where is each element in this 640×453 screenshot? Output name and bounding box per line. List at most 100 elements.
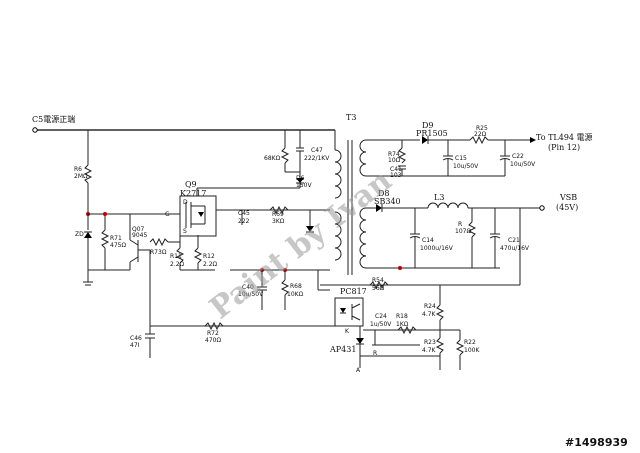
c21-capacitor (489, 208, 501, 268)
r69-value: 3KΩ (272, 218, 285, 225)
c5-input-rail (32, 127, 336, 165)
c14-value: 1000u/16V (420, 245, 454, 252)
c24-label: C24 (375, 313, 387, 320)
c15-capacitor (442, 140, 454, 176)
r71-resistor (88, 214, 130, 271)
r18-label: R18 (396, 313, 408, 320)
r54-resistor (369, 280, 389, 290)
ap431-regulator (356, 326, 364, 368)
r25-value: 22Ω (474, 131, 487, 138)
r54-label: R54 (372, 277, 384, 284)
r6-label: R6 (74, 166, 82, 173)
c21-value: 470u/16V (500, 245, 530, 252)
r12-value: 2.2Ω (203, 261, 218, 268)
t3-secondary (359, 139, 367, 269)
q07-label: Q07 (132, 226, 145, 233)
t3-primary (334, 140, 353, 275)
pc817-optocoupler (334, 297, 364, 327)
c40-capacitor (257, 270, 267, 310)
r72-resistor (204, 321, 224, 331)
node-dot (398, 266, 402, 270)
r74-c41 (366, 140, 500, 177)
zd-zener (83, 214, 93, 286)
pin-k: K (345, 328, 350, 335)
l3-label: L3 (434, 193, 444, 202)
c46-value: 47I (130, 342, 140, 349)
r12-label: R12 (203, 253, 215, 260)
r-value: 107Ω (455, 228, 471, 235)
c45-label: C45 (238, 210, 250, 217)
c46-capacitor (145, 300, 155, 358)
c21-label: C21 (508, 237, 520, 244)
r74-label: R74 (388, 151, 400, 158)
d8-value: SB340 (374, 197, 401, 206)
zd-label: ZD (75, 231, 84, 238)
c40-label: C40 (242, 284, 254, 291)
c40-value: 10u/50V (238, 291, 264, 298)
q9-label: Q9 (185, 180, 197, 189)
r11-resistor (175, 235, 185, 270)
r11-label: R11 (170, 253, 182, 260)
c15-label: C15 (455, 155, 467, 162)
pin-r: R (373, 350, 377, 357)
d9-label: D9 (422, 121, 434, 130)
r71-value: 475Ω (110, 242, 126, 249)
r-label: R (458, 221, 462, 228)
r68-value: 10KΩ (287, 291, 304, 298)
pin-s: S (183, 228, 187, 235)
d6-value: 150V (296, 182, 312, 189)
r7-value: 3Ω (158, 249, 167, 256)
r69-resistor (269, 205, 289, 215)
c45-value: 222 (238, 218, 250, 225)
r23-value: 4.7K (422, 347, 437, 354)
c14-capacitor (409, 208, 421, 268)
pin12-label: (Pin 12) (548, 143, 580, 152)
d8-diode (376, 204, 428, 212)
r6-resistor (83, 164, 93, 214)
tl494-label: To TL494 電源 (536, 133, 593, 142)
r71-label: R71 (110, 235, 122, 242)
r6-value: 2MΩ (74, 173, 88, 180)
image-id-label: #1498939 (565, 436, 628, 449)
r72-label: R72 (207, 330, 219, 337)
r22-label: R22 (464, 339, 476, 346)
r65-resistor (280, 147, 290, 172)
c47-label: C47 (311, 147, 323, 154)
r25-label: R25 (476, 125, 488, 132)
c24-r18 (363, 325, 440, 346)
d9-diode (422, 136, 470, 144)
d9-value: PR1505 (416, 129, 448, 138)
vsb-voltage: (45V) (556, 203, 578, 212)
k2717-label: K2717 (180, 189, 206, 198)
c22-capacitor (499, 140, 511, 177)
r65-label: 68KΩ (264, 155, 281, 162)
c15-value: 10u/50V (453, 163, 479, 170)
c5-label: C5電源正端 (32, 114, 75, 124)
q9-mosfet (179, 187, 300, 237)
c41-label: C41 (390, 166, 402, 173)
ap431-label: AP431 (329, 345, 356, 354)
c24-value: 1u/50V (370, 321, 392, 328)
node-dot (103, 212, 107, 216)
t3-label: T3 (346, 113, 356, 122)
r68-resistor (280, 270, 290, 310)
c46-label: C46 (130, 335, 142, 342)
r7-label: R7 (150, 249, 158, 256)
r18-value: 1KΩ (396, 321, 409, 328)
r25-resistor (469, 135, 536, 145)
c14-label: C14 (422, 237, 434, 244)
r22-value: 100K (464, 347, 480, 354)
vsb-label: VSB (559, 193, 577, 202)
r24-label: R24 (424, 303, 436, 310)
pin-a: A (356, 367, 361, 374)
r72-value: 470Ω (205, 337, 221, 344)
r74-value: 10Ω (388, 157, 401, 164)
r24-value: 4.7K (422, 311, 437, 318)
l3-inductor (427, 202, 545, 211)
r7-resistor (149, 237, 180, 247)
r54-value: 56Ω (372, 285, 385, 292)
c22-value: 10u/50V (510, 161, 536, 168)
d6-diode (296, 172, 304, 188)
divider-network (360, 285, 465, 370)
